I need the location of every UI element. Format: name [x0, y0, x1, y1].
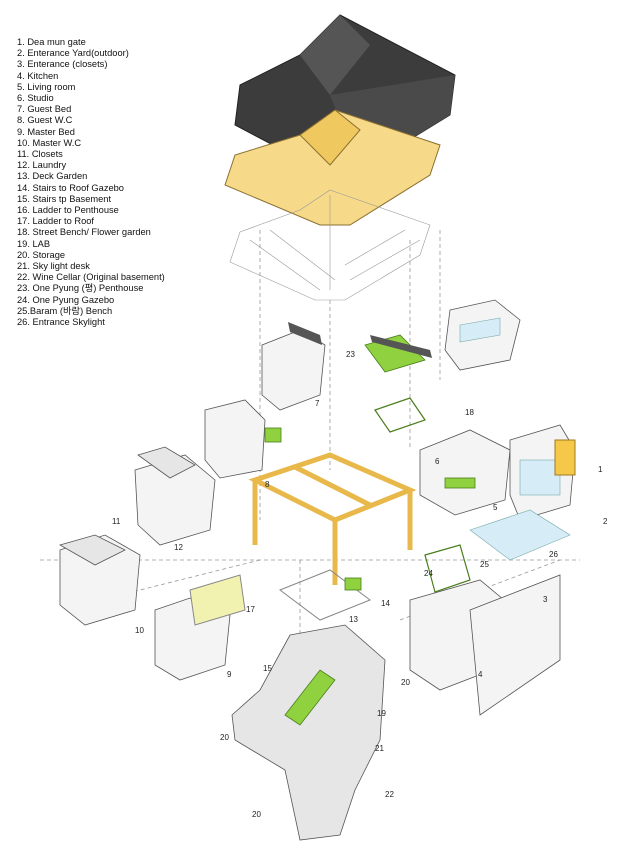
callout-9: 9 — [227, 670, 232, 679]
legend-item: 18. Street Bench/ Flower garden — [17, 227, 151, 238]
callout-3: 3 — [543, 595, 548, 604]
callout-15: 15 — [263, 664, 272, 673]
basement — [231, 624, 386, 841]
callout-2: 2 — [603, 517, 608, 526]
callout-26: 26 — [549, 550, 558, 559]
callout-18: 18 — [465, 408, 474, 417]
callout-6: 6 — [435, 457, 440, 466]
callout-22: 22 — [385, 790, 394, 799]
callout-11: 11 — [112, 517, 121, 526]
legend-item: 1. Dea mun gate — [17, 37, 86, 47]
legend-item: 7. Guest Bed — [17, 104, 72, 115]
callout-14: 14 — [381, 599, 390, 608]
legend-item: 14. Stairs to Roof Gazebo — [17, 182, 124, 193]
legend-item: 5. Living room — [17, 81, 76, 92]
legend-item: 2. Enterance Yard(outdoor) — [17, 48, 129, 59]
legend-item: 21. Sky light desk — [17, 261, 90, 272]
legend-item: 9. Master Bed — [17, 126, 75, 137]
callout-5: 5 — [493, 503, 498, 512]
legend-item: 16. Ladder to Penthouse — [17, 205, 119, 216]
callout-1: 1 — [598, 465, 603, 474]
legend-item: 20. Storage — [17, 249, 66, 260]
callout-8: 8 — [265, 480, 270, 489]
callout-4: 4 — [478, 670, 483, 679]
legend-item: 6. Studio — [17, 93, 54, 104]
callout-20: 20 — [252, 810, 261, 819]
room-modules — [58, 299, 576, 716]
legend-item: 8. Guest W.C — [17, 115, 73, 126]
callout-20: 20 — [220, 733, 229, 742]
legend-item: 13. Deck Garden — [17, 171, 88, 182]
callout-24: 24 — [424, 569, 433, 578]
legend-item: 17. Ladder to Roof — [17, 216, 95, 227]
timber-frame — [248, 397, 471, 621]
callout-19: 19 — [377, 709, 386, 718]
rafters-layer — [229, 189, 431, 301]
callout-20: 20 — [401, 678, 410, 687]
callout-7: 7 — [315, 399, 320, 408]
callout-17: 17 — [246, 605, 255, 614]
legend-item: 3. Enterance (closets) — [17, 59, 108, 70]
legend-item: 25.Baram (바람) Bench — [17, 305, 113, 316]
callout-10: 10 — [135, 626, 144, 635]
callout-labels: 1 2 3 4 5 6 7 8 9 10 11 12 13 14 15 17 1… — [112, 350, 608, 819]
callout-13: 13 — [349, 615, 358, 624]
callout-12: 12 — [174, 543, 183, 552]
legend-item: 23. One Pyung (평) Penthouse — [17, 283, 144, 294]
legend-item: 26. Entrance Skylight — [17, 317, 105, 328]
legend-item: 19. LAB — [17, 238, 51, 249]
legend-item: 4. Kitchen — [17, 70, 59, 81]
roof-deck-layer — [224, 109, 441, 226]
legend-item: 15. Stairs tp Basement — [17, 193, 112, 204]
legend-item: 24. One Pyung Gazebo — [17, 294, 115, 305]
callout-21: 21 — [375, 744, 384, 753]
legend-item: 12. Laundry — [17, 160, 67, 171]
legend-item: 22. Wine Cellar (Original basement) — [17, 272, 165, 283]
callout-23: 23 — [346, 350, 355, 359]
legend-item: 10. Master W.C — [17, 137, 82, 148]
legend-item: 11. Closets — [17, 149, 63, 160]
callout-25: 25 — [480, 560, 489, 569]
